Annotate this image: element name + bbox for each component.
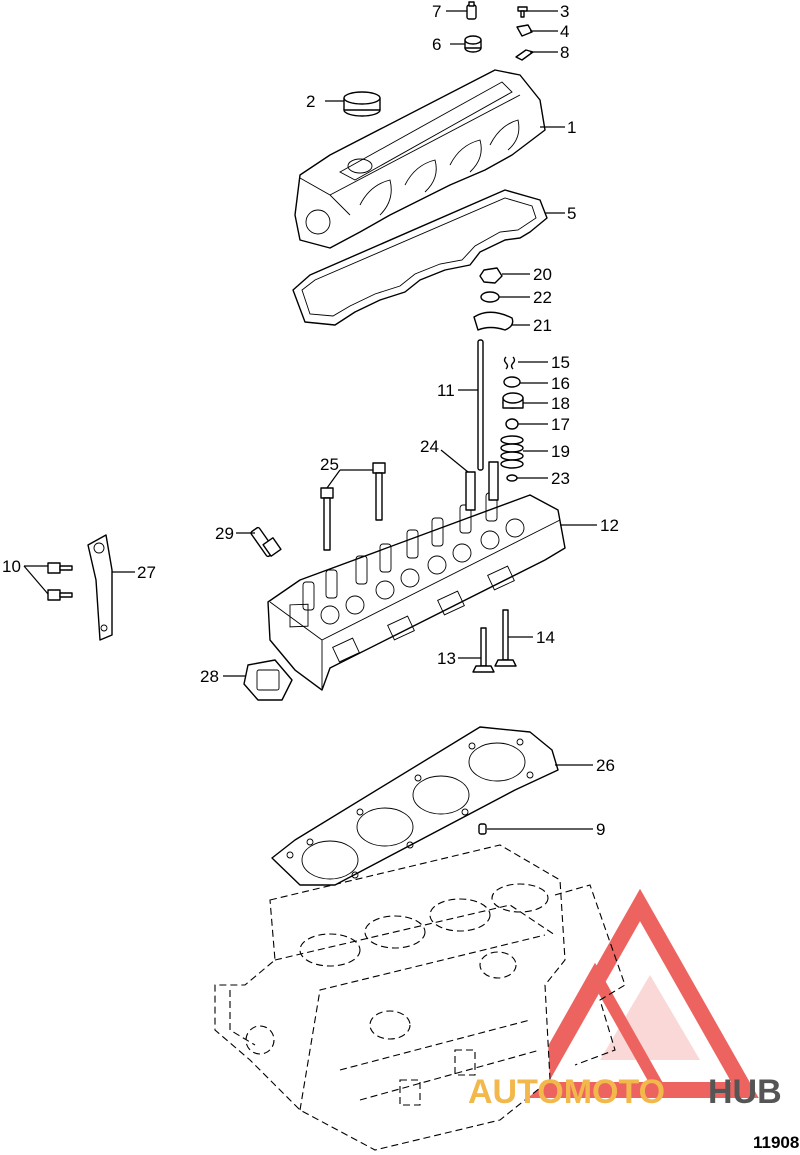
watermark-text-right: HUB: [708, 1073, 782, 1111]
callout-1: 1: [567, 118, 576, 137]
callout-8: 8: [560, 43, 569, 62]
valve-seal: [505, 418, 519, 430]
lifting-bracket: [87, 534, 113, 641]
callout-13: 13: [437, 649, 456, 668]
pushrod: [477, 339, 484, 471]
valve-retainer: [503, 376, 521, 388]
callout-3: 3: [560, 2, 569, 21]
callout-23: 23: [551, 469, 570, 488]
callout-24: 24: [420, 437, 439, 456]
engine-block: [214, 844, 626, 1151]
spark-plug: [250, 526, 282, 558]
callout-14: 14: [536, 628, 555, 647]
figure-id: 11908: [753, 1133, 799, 1152]
valve-spring: [500, 435, 524, 469]
callout-27: 27: [137, 563, 156, 582]
callout-2: 2: [306, 92, 315, 111]
exhaust-valve: [494, 609, 517, 667]
callout-12: 12: [600, 516, 619, 535]
dowel-pin: [478, 823, 487, 835]
callout-10: 10: [2, 557, 21, 576]
callout-18: 18: [551, 394, 570, 413]
callout-20: 20: [533, 265, 552, 284]
grommet: [464, 35, 482, 53]
screw: [517, 6, 528, 18]
intake-valve: [472, 627, 495, 673]
bracket-bolts: [47, 562, 73, 601]
callout-21: 21: [533, 316, 552, 335]
callout-numbers: 1 2 3 4 5 6 7 8 9 10 11 12 13 14 15 16 1…: [2, 2, 619, 839]
callout-7: 7: [432, 2, 441, 21]
watermark-logo: [519, 888, 759, 1098]
valve-cover-gasket: [292, 189, 548, 326]
cylinder-head: [267, 492, 566, 691]
rocker-nut: [479, 267, 503, 284]
callout-6: 6: [432, 35, 441, 54]
clip: [516, 24, 533, 37]
head-bolts: [320, 462, 386, 551]
head-gasket: [271, 726, 559, 886]
watermark-text-left: AUTOMOTO: [468, 1073, 665, 1111]
callout-15: 15: [551, 353, 570, 372]
valve-cover: [294, 69, 546, 249]
callout-28: 28: [200, 667, 219, 686]
callout-5: 5: [567, 204, 576, 223]
flange-gasket: [243, 659, 293, 701]
callout-16: 16: [551, 374, 570, 393]
pcv-valve: [466, 1, 477, 20]
callout-25: 25: [320, 455, 339, 474]
valve-keys: [503, 356, 516, 370]
watermark-text: AUTOMOTO HUB: [468, 1073, 782, 1111]
rocker-arm: [473, 311, 514, 331]
oil-filler-cap: [343, 91, 381, 117]
valve-guides: [465, 461, 499, 511]
o-ring: [506, 474, 518, 482]
callout-26: 26: [596, 756, 615, 775]
callout-19: 19: [551, 442, 570, 461]
callout-22: 22: [533, 288, 552, 307]
rocker-ball: [480, 291, 500, 303]
callout-11: 11: [437, 381, 455, 400]
leader-lines: [23, 10, 597, 830]
callout-17: 17: [551, 415, 570, 434]
callout-29: 29: [215, 524, 234, 543]
callout-9: 9: [596, 820, 605, 839]
valve-rotator: [502, 392, 524, 409]
callout-4: 4: [560, 22, 569, 41]
